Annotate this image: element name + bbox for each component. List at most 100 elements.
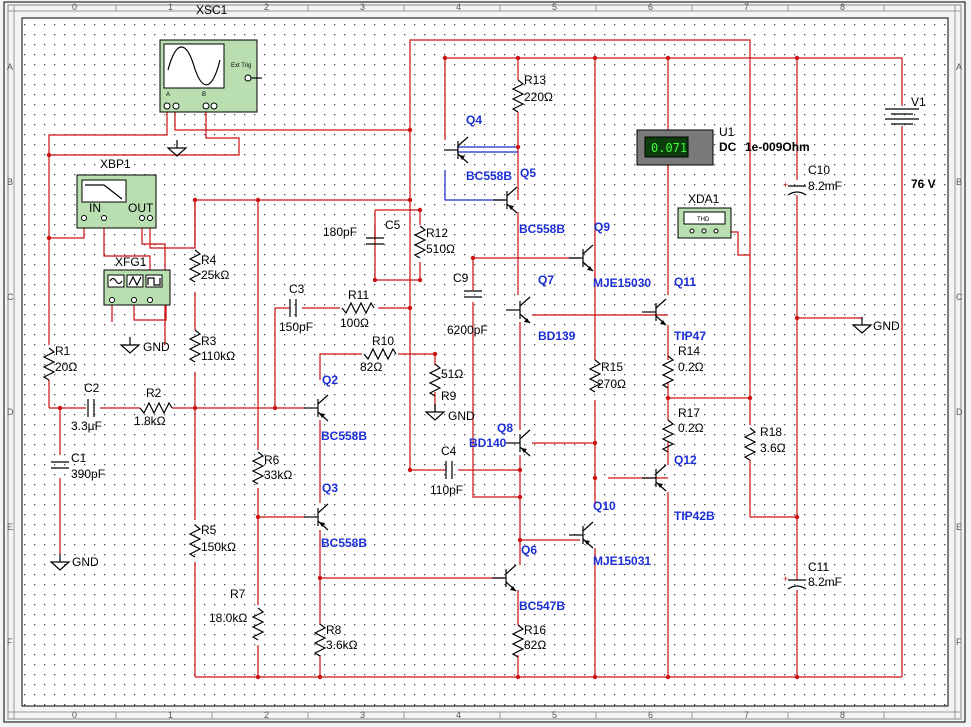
resistor-value: 110kΩ [201,349,235,363]
wire-junction [192,405,198,411]
resistor-r6[interactable] [251,451,265,485]
capacitor-c11[interactable]: + [783,574,807,590]
resistor-r5[interactable] [188,524,202,558]
bode-plotter-xbp1[interactable]: IN OUT [76,174,157,229]
resistor-r10[interactable] [363,347,397,361]
ruler-row-label: B [956,177,962,187]
capacitor-c10[interactable]: + [783,180,807,196]
wire-junction [592,475,598,481]
function-generator-xfg1[interactable] [103,269,171,306]
distortion-analyzer-xda1[interactable]: THD [677,207,732,239]
ruler-column-label: 4 [456,2,461,12]
wire-junction [794,315,800,321]
wire-junction [407,127,413,133]
resistor-value: 1.8kΩ [134,414,166,428]
resistor-r18[interactable] [743,427,757,461]
u1-resistance: 1e-009Ohm [745,140,810,154]
resistor-r17[interactable] [661,419,675,453]
wire-junction [272,405,278,411]
u1-mode: DC [719,140,737,154]
capacitor-label: C3 [289,282,305,296]
capacitor-label: C5 [385,218,401,232]
capacitor-c9[interactable] [464,290,482,298]
ruler-row-label: D [7,407,14,417]
resistor-label: R1 [55,344,71,358]
ruler-column-label: 5 [552,2,557,12]
resistor-value: 25kΩ [201,268,229,282]
resistor-r12[interactable] [413,225,427,259]
ruler-column-label: 8 [840,2,845,12]
resistor-label: R4 [201,253,217,267]
oscilloscope-xsc1[interactable]: Ext Trig A B [159,39,262,113]
transistor-q2[interactable] [304,394,329,422]
transistor-q9[interactable] [569,244,594,272]
resistor-r13[interactable] [511,79,525,113]
ruler-row-label: C [7,292,14,302]
transistor-q7[interactable] [506,296,531,324]
multimeter-u1[interactable]: 0.071 [636,129,714,166]
sine-wave-icon [167,46,221,86]
resistor-r8[interactable] [313,623,327,657]
ground-icon [851,317,873,334]
capacitor-c2[interactable] [87,399,95,417]
transistor-q4[interactable] [444,136,469,164]
resistor-r2[interactable] [139,401,173,415]
resistor-r4[interactable] [188,249,202,283]
wire-junction [432,351,438,357]
transistor-q3[interactable] [304,503,329,531]
resistor-r3[interactable] [188,329,202,363]
resistor-r15[interactable] [588,359,602,393]
gnd-label: GND [448,409,475,423]
resistor-label: R12 [426,226,448,240]
multimeter-reading: 0.071 [651,141,687,155]
polarity-plus-icon: + [783,574,788,584]
ruler-column-label: 6 [648,710,653,720]
capacitor-label: C10 [808,163,830,177]
wire-junction [46,152,52,158]
transistor-q5[interactable] [493,186,518,214]
resistor-label: R8 [326,623,342,637]
transistor-label: Q7 [538,273,554,287]
ruler-row-label: F [7,637,13,647]
capacitor-value: 110pF [430,483,463,497]
transistor-part: BC558B [519,222,565,236]
gnd-label: GND [72,555,99,569]
capacitor-c4[interactable] [445,461,453,479]
ruler-row-label: B [7,177,13,187]
wire-junction [442,55,448,61]
capacitor-c3[interactable] [289,299,297,317]
resistor-r11[interactable] [341,301,375,315]
transistor-part: BC558B [321,429,367,443]
capacitor-c1[interactable] [51,461,69,469]
xbp1-label: XBP1 [100,157,131,171]
resistor-r16[interactable] [511,624,525,658]
wire-junction [255,514,261,520]
wire-junction [592,674,598,680]
transistor-label: Q9 [594,220,610,234]
u1-label: U1 [719,125,735,139]
wire-junction [515,144,521,150]
transistor-q10[interactable] [569,521,594,549]
wire-junction [46,235,52,241]
wire-junction [747,395,753,401]
transistor-q8[interactable] [506,429,531,457]
v1-value: 76 V [911,177,936,191]
ground-icon [424,404,446,421]
wire-junction [794,55,800,61]
xda1-label: XDA1 [688,192,720,206]
resistor-r7[interactable] [251,607,265,641]
resistor-label: R14 [678,344,700,358]
grid-dots [22,18,948,706]
resistor-r9[interactable] [428,363,442,397]
wire-junction [192,197,198,203]
resistor-r1[interactable] [42,347,56,381]
transistor-q12[interactable] [642,464,667,492]
wire-junction [255,674,261,680]
transistor-q6[interactable] [492,564,517,592]
transistor-q11[interactable] [642,298,667,326]
transistor-label: Q3 [322,481,338,495]
capacitor-c5[interactable] [366,237,384,245]
capacitor-value: 180pF [323,225,357,239]
resistor-r14[interactable] [661,355,675,389]
